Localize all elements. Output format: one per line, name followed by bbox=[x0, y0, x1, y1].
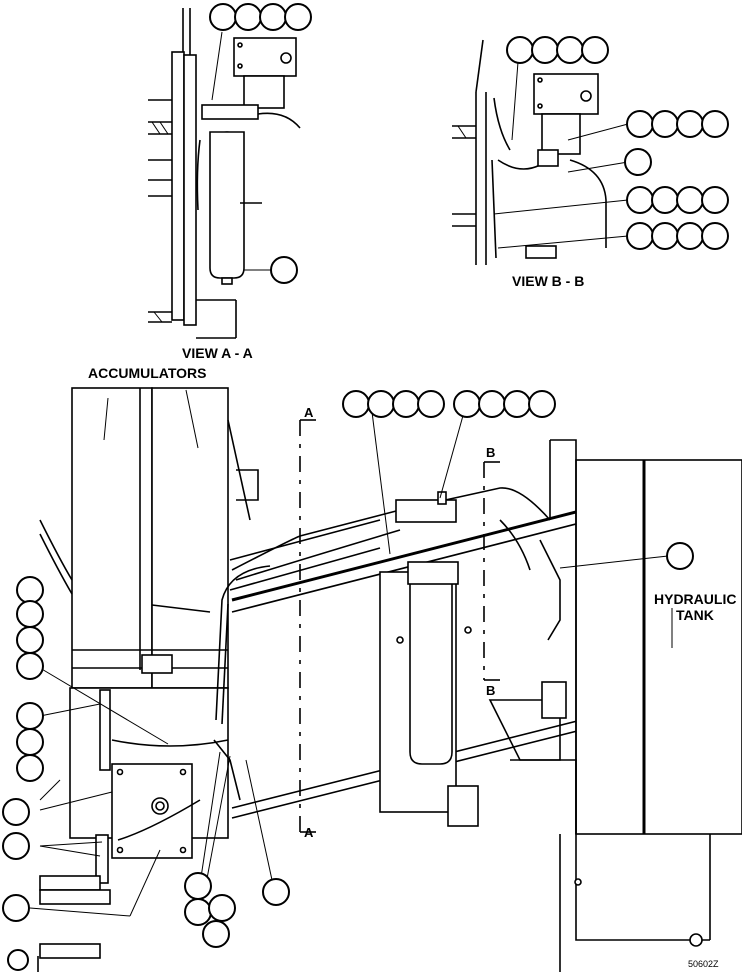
section-a-top-label: A bbox=[304, 405, 314, 420]
callout-group-va-top bbox=[209, 3, 312, 31]
hydraulic-label: HYDRAULIC bbox=[654, 591, 737, 607]
callout-group-bottom-left bbox=[7, 949, 29, 971]
callout-balloon-left-stack-5 bbox=[16, 702, 44, 730]
callout-balloon-va-top-1 bbox=[209, 3, 237, 31]
callout-balloon-left-stack-7 bbox=[16, 754, 44, 782]
callout-group-main-top-right bbox=[453, 390, 556, 418]
callout-balloon-left-stack-2 bbox=[16, 600, 44, 628]
callout-balloon-vb-top-3 bbox=[556, 36, 584, 64]
callout-group-vb-top bbox=[506, 36, 609, 64]
drawing-number: 50602Z bbox=[688, 959, 719, 969]
view-aa-title: VIEW A - A bbox=[182, 345, 253, 361]
callout-balloon-vb-r4-4 bbox=[701, 222, 729, 250]
callout-balloon-main-top-left-1 bbox=[342, 390, 370, 418]
callout-balloon-va-top-4 bbox=[284, 3, 312, 31]
view-bb-drawing bbox=[452, 39, 629, 265]
accumulators-label: ACCUMULATORS bbox=[88, 365, 207, 381]
callout-balloon-bottom-mid-3 bbox=[208, 894, 236, 922]
callout-balloon-left-stack-6 bbox=[16, 728, 44, 756]
callout-balloon-main-top-right-1 bbox=[453, 390, 481, 418]
callout-group-left-stack bbox=[2, 576, 44, 922]
callout-balloon-vb-r4-2 bbox=[651, 222, 679, 250]
callout-balloon-vb-r3-1 bbox=[626, 186, 654, 214]
callout-balloon-vb-top-1 bbox=[506, 36, 534, 64]
section-a-bottom-label: A bbox=[304, 825, 314, 840]
callout-balloon-vb-r1-1 bbox=[626, 110, 654, 138]
callout-balloon-left-stack-8 bbox=[2, 798, 30, 826]
callout-balloon-vb-r1-3 bbox=[676, 110, 704, 138]
callout-balloon-vb-r1-2 bbox=[651, 110, 679, 138]
callout-balloon-va-top-2 bbox=[234, 3, 262, 31]
callout-balloon-main-top-right-3 bbox=[503, 390, 531, 418]
callout-group-bottom-right bbox=[262, 878, 290, 906]
section-b-bottom-label: B bbox=[486, 683, 496, 698]
callout-balloon-bottom-right-1 bbox=[262, 878, 290, 906]
callout-balloon-vb-r3-2 bbox=[651, 186, 679, 214]
callout-balloon-main-top-right-2 bbox=[478, 390, 506, 418]
callout-group-vb-r3 bbox=[626, 186, 729, 214]
callout-balloon-main-top-right-4 bbox=[528, 390, 556, 418]
callout-group-va-filter bbox=[270, 256, 298, 284]
callout-balloon-vb-top-2 bbox=[531, 36, 559, 64]
view-aa-drawing bbox=[148, 8, 301, 339]
callout-balloon-main-right-1 bbox=[666, 542, 694, 570]
callout-balloon-vb-r2-1 bbox=[624, 148, 652, 176]
callout-balloon-bottom-mid-4 bbox=[202, 920, 230, 948]
main-view-drawing bbox=[29, 387, 742, 972]
callout-group-main-right bbox=[666, 542, 694, 570]
callout-group-vb-r4 bbox=[626, 222, 729, 250]
callout-balloon-left-stack-10 bbox=[2, 894, 30, 922]
callout-balloon-vb-r3-3 bbox=[676, 186, 704, 214]
callout-balloon-vb-r4-3 bbox=[676, 222, 704, 250]
callout-balloon-bottom-mid-2 bbox=[184, 898, 212, 926]
callout-group-main-top-left bbox=[342, 390, 445, 418]
callout-balloon-left-stack-9 bbox=[2, 832, 30, 860]
callout-balloon-va-filter-1 bbox=[270, 256, 298, 284]
view-bb-title: VIEW B - B bbox=[512, 273, 585, 289]
callout-balloon-left-stack-1 bbox=[16, 576, 44, 604]
callout-balloon-va-top-3 bbox=[259, 3, 287, 31]
callout-balloon-main-top-left-2 bbox=[367, 390, 395, 418]
tank-label: TANK bbox=[676, 607, 714, 623]
callout-balloon-main-top-left-4 bbox=[417, 390, 445, 418]
callout-balloon-vb-r3-4 bbox=[701, 186, 729, 214]
callout-balloon-left-stack-4 bbox=[16, 652, 44, 680]
callout-balloon-vb-top-4 bbox=[581, 36, 609, 64]
callout-group-vb-r2 bbox=[624, 148, 652, 176]
callout-group-bottom-mid bbox=[184, 872, 236, 948]
callout-balloon-bottom-mid-1 bbox=[184, 872, 212, 900]
callout-balloon-left-stack-3 bbox=[16, 626, 44, 654]
callout-group-vb-r1 bbox=[626, 110, 729, 138]
callout-balloon-vb-r4-1 bbox=[626, 222, 654, 250]
section-b-top-label: B bbox=[486, 445, 496, 460]
callout-balloon-bottom-left-1 bbox=[7, 949, 29, 971]
callout-balloon-vb-r1-4 bbox=[701, 110, 729, 138]
callout-balloon-main-top-left-3 bbox=[392, 390, 420, 418]
